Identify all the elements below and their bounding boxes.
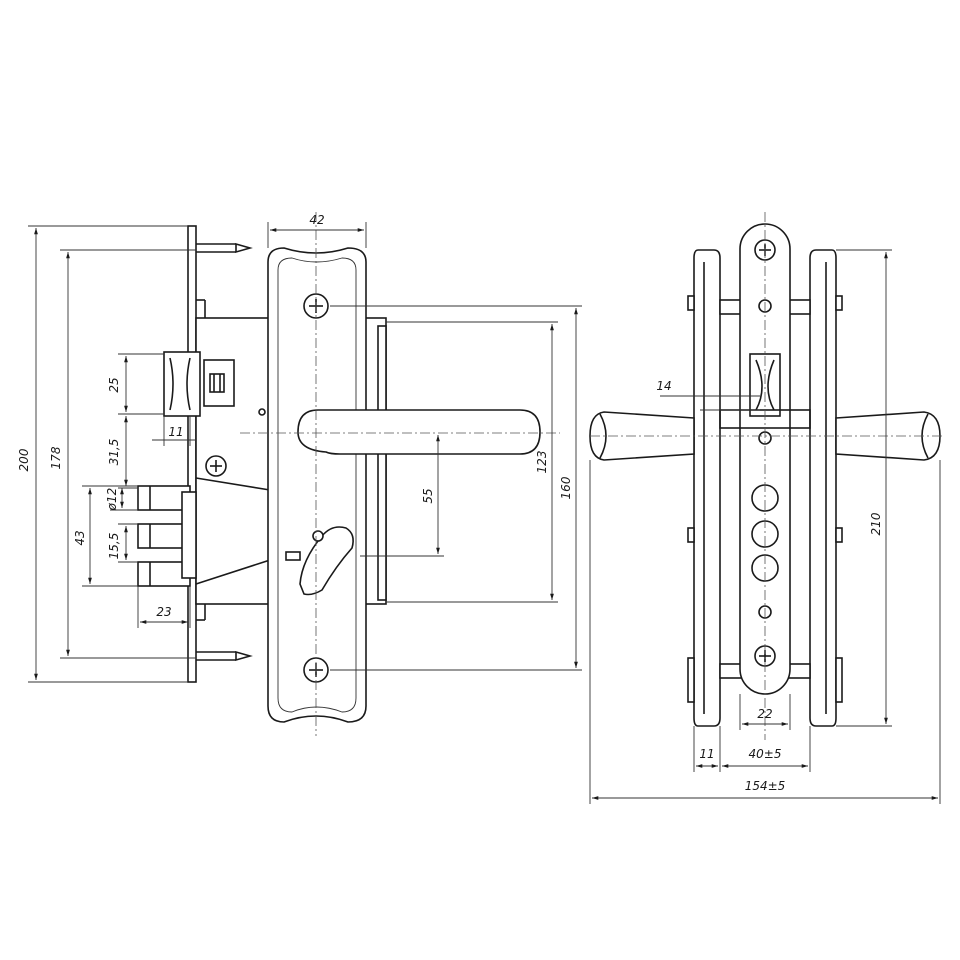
lever-handle bbox=[297, 409, 541, 455]
mortise-lock-side-view bbox=[137, 225, 541, 723]
dim-faceplate-width: 22 bbox=[757, 707, 772, 721]
dim-side-plate-height: 210 bbox=[869, 512, 883, 535]
top-nail bbox=[196, 242, 253, 254]
dim-handle-plate-width: 42 bbox=[309, 213, 324, 227]
dim-spindle-to-cylinder: 55 bbox=[421, 488, 435, 503]
dim-bolt-diameter: ø12 bbox=[105, 488, 119, 512]
bottom-nail bbox=[196, 650, 253, 662]
deadbolts bbox=[137, 485, 197, 587]
left-dimensions bbox=[28, 212, 582, 736]
right-dimensions bbox=[589, 212, 945, 804]
dim-bolt-span: 43 bbox=[73, 530, 87, 545]
dim-screw-spacing: 160 bbox=[559, 476, 573, 499]
dim-rose-thickness: 11 bbox=[699, 747, 714, 761]
dim-bolt-throw: 23 bbox=[156, 605, 171, 619]
dim-latch-depth: 11 bbox=[168, 425, 183, 439]
dim-handle-spacing: 123 bbox=[535, 451, 549, 474]
dim-latch-to-bolt: 31,5 bbox=[107, 439, 121, 466]
body-screw-icon bbox=[205, 455, 227, 477]
latch-bolt bbox=[163, 351, 201, 417]
right-rose-plate bbox=[809, 249, 837, 727]
dim-spindle-square: 14 bbox=[656, 379, 671, 393]
dim-bolt-spacing: 15,5 bbox=[107, 533, 121, 560]
dim-overall-plate-height: 200 bbox=[17, 448, 31, 471]
dim-door-thickness: 40±5 bbox=[749, 747, 782, 761]
mortise-faceplate bbox=[187, 225, 197, 683]
handle-escutcheon bbox=[267, 247, 367, 723]
left-rose-plate bbox=[693, 249, 721, 727]
dim-latch-height: 25 bbox=[107, 377, 121, 392]
dim-handle-overall-width: 154±5 bbox=[745, 779, 786, 793]
dim-mortise-faceplate-height: 178 bbox=[49, 446, 63, 469]
